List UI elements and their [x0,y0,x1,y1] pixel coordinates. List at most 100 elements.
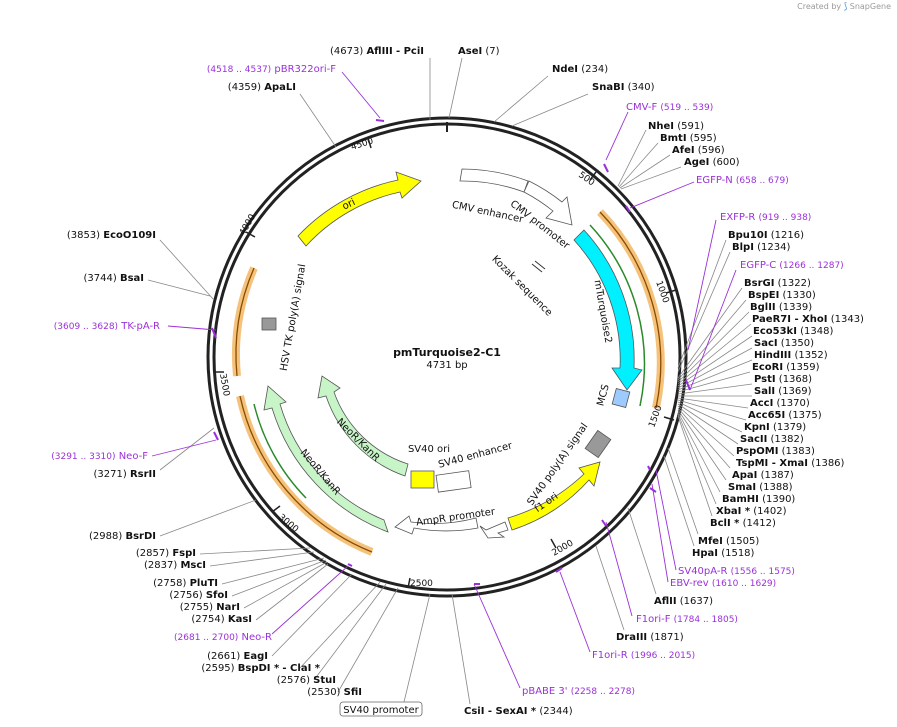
site-apali[interactable]: (4359) ApaLI [228,82,296,93]
site-afliii-pcii[interactable]: (4673) AflIII - PciI [330,46,424,57]
site-hindiii[interactable]: HindIII (1352) [754,350,828,361]
primer-tk-pa-r[interactable]: (3609 .. 3628) TK-pA-R [54,321,160,332]
primer-egfp-n[interactable]: EGFP-N (658 .. 679) [696,175,789,186]
site-nari[interactable]: (2755) NarI [180,602,240,613]
feature-mcs-box[interactable] [611,387,631,409]
site-bmti[interactable]: BmtI (595) [660,133,717,144]
site-hpai[interactable]: HpaI (1518) [692,548,755,559]
site-asei[interactable]: AseI (7) [458,46,500,57]
right-leader-lines [448,57,753,705]
primer-f1ori-f[interactable]: F1ori-F (1784 .. 1805) [636,614,738,625]
feature-sv40-enhancer-box[interactable] [435,470,472,493]
site-eco0109i[interactable]: (3853) EcoO109I [67,230,156,241]
site-bspei[interactable]: BspEI (1330) [748,290,816,301]
site-bsai[interactable]: (3744) BsaI [84,273,145,284]
site-fspi[interactable]: (2857) FspI [136,548,196,559]
site-afei[interactable]: AfeI (596) [672,145,725,156]
site-ndei[interactable]: NdeI (234) [552,64,608,75]
feature-ori-label: ori [341,197,357,212]
feature-neor-inner-arrow[interactable] [317,375,409,477]
tick-mark-2000 [550,538,557,549]
site-xbai[interactable]: XbaI * (1402) [716,506,787,517]
site-blpi[interactable]: BlpI (1234) [732,242,790,253]
created-by-text: Created by [797,2,842,11]
tick-mark-4500 [367,137,372,149]
site-draiii[interactable]: DraIII (1871) [616,632,684,643]
site-bglii[interactable]: BglII (1339) [750,302,812,313]
site-bamhi[interactable]: BamHI (1390) [722,494,795,505]
site-paer7i-xhoi[interactable]: PaeR7I - XhoI (1343) [752,314,864,325]
site-mfei[interactable]: MfeI (1505) [698,536,759,547]
green-line-right [589,224,646,407]
feature-small-promoter-arrow[interactable] [479,521,509,539]
orf-line-upper-left [235,267,255,377]
feature-ampr-promoter-arrow[interactable] [394,515,479,535]
site-stui[interactable]: (2576) StuI [277,675,336,686]
site-kpni[interactable]: KpnI (1379) [744,422,806,433]
feature-kozak-marker-2 [534,260,546,270]
site-agei[interactable]: AgeI (600) [684,157,740,168]
feature-ori-arrow[interactable] [297,171,422,247]
site-aflii[interactable]: AflII (1637) [654,596,713,607]
tick-1500: 1500 [647,404,664,429]
plasmid-length: 4731 bp [426,360,467,371]
site-eco53ki[interactable]: Eco53kI (1348) [753,326,833,337]
sv40-promoter-leader [403,593,431,703]
primer-cmv-f[interactable]: CMV-F (519 .. 539) [626,102,713,113]
primer-egfp-c[interactable]: EGFP-C (1266 .. 1287) [740,260,844,271]
site-nhei[interactable]: NheI (591) [648,121,704,132]
site-acci[interactable]: AccI (1370) [750,398,810,409]
snapgene-credit: Created by ⟆ SnapGene [797,2,891,12]
feature-mcs-label: MCS [595,383,611,407]
left-leader-lines [147,58,431,693]
feature-mturquoise2-arrow[interactable] [573,229,643,391]
tick-2500: 2500 [410,579,433,589]
primer-neo-r[interactable]: (2681 .. 2700) Neo-R [174,632,272,643]
primer-neo-f[interactable]: (3291 .. 3310) Neo-F [51,451,148,462]
orf-highlight-left [236,395,374,556]
site-bpu10i[interactable]: Bpu10I (1216) [728,230,804,241]
primer-pbr322ori-f[interactable]: (4518 .. 4537) pBR322ori-F [207,64,336,75]
orf-line-left [239,395,373,553]
site-rsrii[interactable]: (3271) RsrII [94,469,156,480]
site-bspdi-clai[interactable]: (2595) BspDI * - ClaI * [201,663,320,674]
feature-sv40-ori-label: SV40 ori [408,444,450,455]
feature-f1-ori-arrow[interactable] [507,461,601,531]
site-csii-sexai[interactable]: CsiI - SexAI * (2344) [464,706,573,717]
site-apai[interactable]: ApaI (1387) [732,470,794,481]
site-sacii[interactable]: SacII (1382) [740,434,804,445]
primer-f1ori-r[interactable]: F1ori-R (1996 .. 2015) [592,650,695,661]
site-sfii[interactable]: (2530) SfiI [307,687,362,698]
site-sali[interactable]: SalI (1369) [754,386,812,397]
site-bsrgi[interactable]: BsrGI (1322) [744,278,811,289]
site-bsrdi[interactable]: (2988) BsrDI [89,531,156,542]
site-saci[interactable]: SacI (1350) [754,338,814,349]
feature-neor-outer-label: NeoR/KanR [298,447,342,497]
site-kasi[interactable]: (2754) KasI [191,614,252,625]
site-ecori[interactable]: EcoRI (1359) [752,362,820,373]
site-eagi[interactable]: (2661) EagI [207,651,268,662]
site-smai[interactable]: SmaI (1388) [728,482,793,493]
feature-cmv-enhancer-arrow[interactable] [459,168,529,193]
feature-sv40-ori-box[interactable] [410,470,435,489]
primer-pbabe-3[interactable]: pBABE 3' (2258 .. 2278) [522,686,635,697]
site-acc65i[interactable]: Acc65I (1375) [748,410,822,421]
site-bcli[interactable]: BclI * (1412) [710,518,776,529]
primer-sv40pa-r[interactable]: SV40pA-R (1556 .. 1575) [678,566,795,577]
site-msci[interactable]: (2837) MscI [144,560,206,571]
site-pspomi[interactable]: PspOMI (1383) [736,446,815,457]
feature-hsv-tk-polya-box[interactable] [261,317,277,331]
primer-ebv-rev[interactable]: EBV-rev (1610 .. 1629) [670,578,776,589]
tick-4500: 4500 [350,136,375,153]
feature-kozak-marker [531,263,543,273]
primer-exfp-r[interactable]: EXFP-R (919 .. 938) [720,212,811,223]
sv40-promoter-boxed-label[interactable]: SV40 promoter [343,705,419,716]
site-sfoi[interactable]: (2756) SfoI [169,590,228,601]
feature-cmv-promoter-arrow[interactable] [523,180,573,226]
feature-sv40-polya-box[interactable] [584,429,612,459]
feature-neor-outer-arrow[interactable] [263,385,389,533]
site-psti[interactable]: PstI (1368) [754,374,812,385]
site-pluti[interactable]: (2758) PluTI [153,578,218,589]
site-snabi[interactable]: SnaBI (340) [592,82,655,93]
site-tspmi-xmai[interactable]: TspMI - XmaI (1386) [736,458,845,469]
